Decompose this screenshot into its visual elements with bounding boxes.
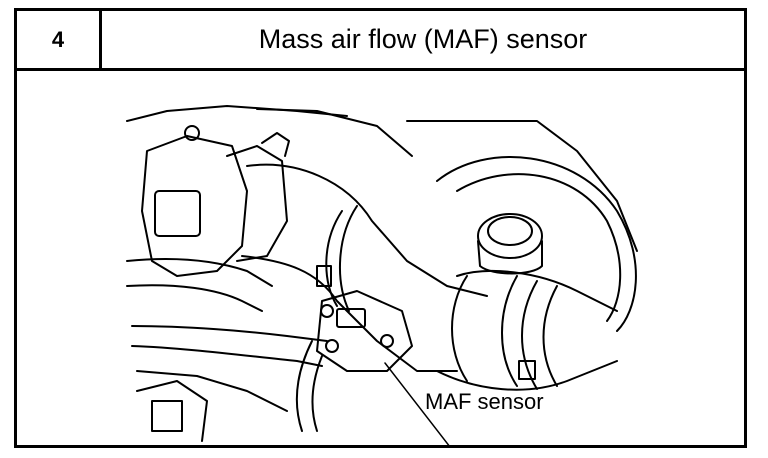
coolant-hose-upper [126, 258, 273, 287]
duct-clamp-right [451, 275, 468, 382]
maf-sensor-callout: MAF sensor [425, 389, 544, 414]
air-cleaner-duct-upper [456, 270, 618, 312]
air-cleaner-duct-lower [436, 360, 618, 391]
reservoir-cap-top [487, 216, 533, 246]
reservoir-cap [477, 213, 543, 259]
intake-duct-upper-edge [246, 163, 488, 297]
clamp-screw-right [518, 360, 536, 380]
brake-booster-ring [456, 173, 622, 322]
firewall-outline [256, 108, 413, 157]
vacuum-hose-upper [131, 325, 328, 342]
engine-bay-drawing [126, 105, 638, 445]
reservoir-body [477, 240, 543, 275]
maf-wiring-harness [295, 340, 313, 432]
throttle-bolt [184, 125, 200, 141]
maf-callout-leader [384, 362, 450, 445]
maf-wiring-harness-2 [311, 355, 323, 432]
maf-sensor-body [316, 290, 413, 372]
coolant-hose-lower [126, 284, 263, 312]
clamp-screw-left [316, 265, 332, 287]
bellows-rib-1 [501, 275, 518, 387]
maf-bolt-right [380, 334, 394, 348]
harness-line [136, 370, 288, 412]
throttle-body-flange [226, 145, 288, 262]
procedure-title: Mass air flow (MAF) sensor [258, 24, 588, 54]
brake-booster-outline [436, 156, 637, 332]
bellows-rib-3 [542, 285, 558, 387]
lower-component [151, 400, 183, 432]
fender-outline [406, 120, 638, 252]
maf-sensor-connector [336, 308, 366, 328]
engine-bay-illustration [17, 71, 744, 445]
intake-duct-lower-edge [241, 255, 458, 372]
pcv-fitting [261, 132, 290, 157]
throttle-position-sensor [154, 190, 201, 237]
throttle-body [141, 135, 248, 277]
duct-clamp-left-inner [339, 205, 358, 312]
lower-bracket [136, 380, 208, 442]
procedure-header: 4 Mass air flow (MAF) sensor [17, 11, 744, 71]
maf-bolt-upper [320, 304, 334, 318]
hood-edge-outline [126, 105, 348, 122]
step-number: 4 [17, 11, 102, 68]
maf-bolt-lower [325, 339, 339, 353]
procedure-frame: 4 Mass air flow (MAF) sensor [14, 8, 747, 448]
vacuum-hose-lower [131, 345, 323, 367]
